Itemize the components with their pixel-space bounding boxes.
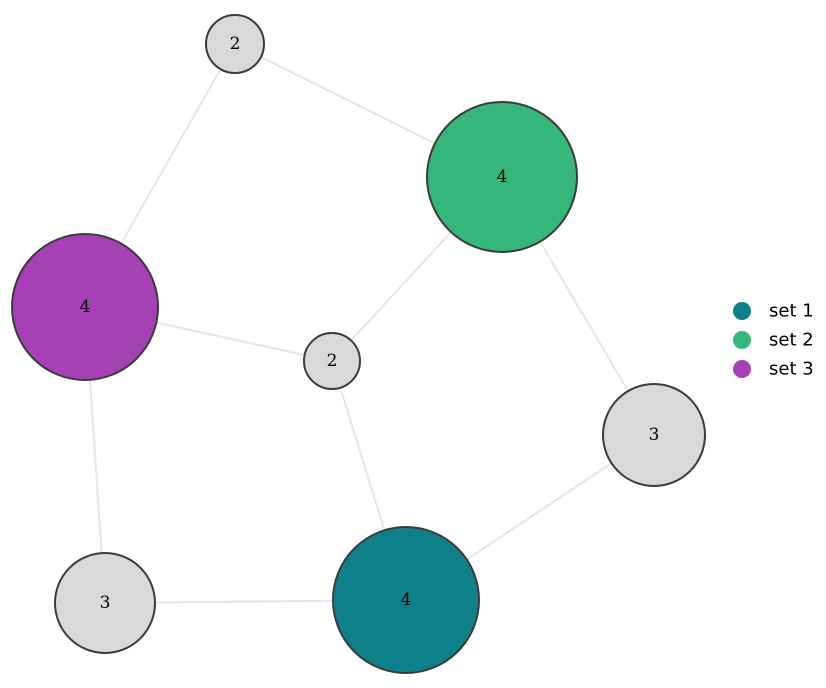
graph-edge bbox=[88, 378, 103, 555]
graph-node[interactable]: 3 bbox=[602, 383, 706, 487]
node-label: 2 bbox=[327, 351, 338, 371]
legend-swatch-icon bbox=[733, 302, 751, 320]
node-label: 3 bbox=[649, 425, 660, 445]
graph-node[interactable]: 3 bbox=[54, 552, 156, 654]
nodes-layer: 2 4 4 2 3 3 4 bbox=[11, 14, 706, 674]
node-label: 4 bbox=[401, 590, 412, 610]
graph-node[interactable]: 4 bbox=[11, 233, 159, 381]
node-circle[interactable] bbox=[54, 552, 156, 654]
graph-edge bbox=[153, 599, 335, 604]
legend-label: set 1 bbox=[769, 301, 814, 322]
node-label: 4 bbox=[80, 297, 91, 317]
legend-swatch-icon bbox=[733, 360, 751, 378]
graph-edge bbox=[155, 321, 306, 357]
legend-item[interactable]: set 2 bbox=[733, 330, 814, 351]
graph-edge bbox=[120, 68, 222, 245]
node-circle[interactable] bbox=[602, 383, 706, 487]
graph-node[interactable]: 2 bbox=[205, 14, 265, 74]
graph-node[interactable]: 2 bbox=[303, 332, 361, 390]
edges-layer bbox=[88, 55, 630, 604]
node-label: 4 bbox=[497, 167, 508, 187]
node-circle[interactable] bbox=[11, 233, 159, 381]
graph-edge bbox=[539, 240, 630, 393]
legend-label: set 2 bbox=[769, 330, 814, 351]
graph-node[interactable]: 4 bbox=[426, 101, 578, 253]
legend-label: set 3 bbox=[769, 359, 814, 380]
legend-swatch-icon bbox=[733, 331, 751, 349]
graph-node[interactable]: 4 bbox=[332, 526, 480, 674]
legend-item[interactable]: set 1 bbox=[733, 301, 814, 322]
graph-edge bbox=[259, 55, 436, 145]
legend: set 1 set 2 set 3 bbox=[733, 301, 814, 380]
node-label: 2 bbox=[230, 34, 241, 54]
node-circle[interactable] bbox=[426, 101, 578, 253]
graph-edge bbox=[350, 231, 453, 342]
graph-edge bbox=[465, 462, 613, 561]
node-circle[interactable] bbox=[205, 14, 265, 74]
node-circle[interactable] bbox=[332, 526, 480, 674]
graph-edge bbox=[339, 386, 386, 532]
legend-item[interactable]: set 3 bbox=[733, 359, 814, 380]
node-circle[interactable] bbox=[303, 332, 361, 390]
node-label: 3 bbox=[100, 593, 111, 613]
